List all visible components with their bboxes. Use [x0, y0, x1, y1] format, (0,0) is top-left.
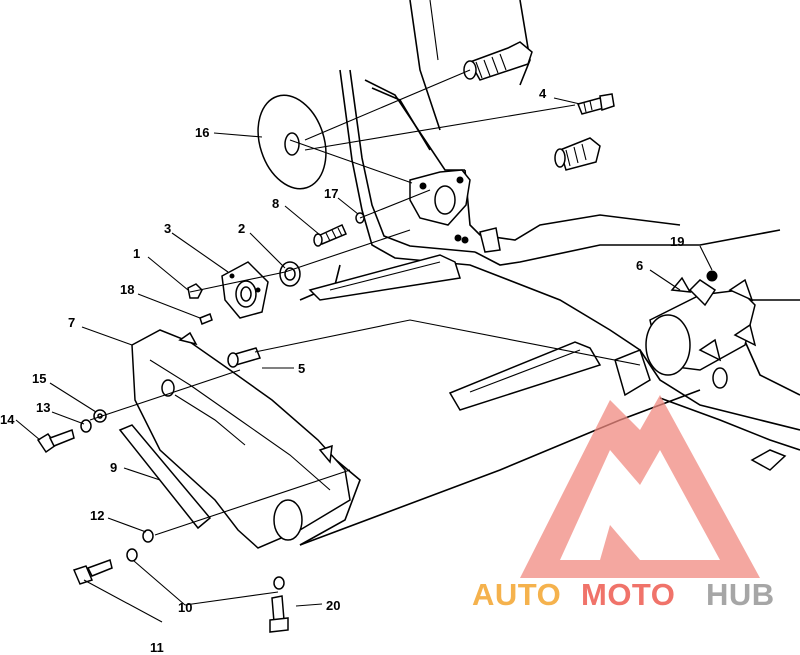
- callout-17: 17: [324, 186, 338, 201]
- lower-shaft: [554, 137, 601, 171]
- assembly-lines: [89, 69, 641, 536]
- callout-5: 5: [298, 361, 305, 376]
- callout-labels: 1 2 3 4 5 6 7 8 9 10 11 12 13 14 15 16 1…: [0, 86, 684, 655]
- callout-3: 3: [164, 221, 171, 236]
- bolt-part-8: [313, 224, 347, 247]
- nut-part-19: [706, 270, 718, 282]
- callout-16: 16: [195, 125, 209, 140]
- bolt-part-14: [36, 429, 75, 454]
- watermark-moto: MOTO: [581, 577, 675, 612]
- cover-part-7: [131, 329, 351, 549]
- callout-18: 18: [120, 282, 134, 297]
- upper-shaft: [463, 41, 533, 81]
- callout-6: 6: [636, 258, 643, 273]
- callout-14: 14: [0, 412, 15, 427]
- callout-10: 10: [178, 600, 192, 615]
- watermark-auto: AUTO: [472, 577, 561, 612]
- disc-part-16: [257, 94, 327, 190]
- rivet-part-12: [142, 529, 154, 543]
- chassis-frame: [269, 0, 800, 546]
- frame-bracket-plate: [409, 169, 501, 253]
- bolt-part-4: [576, 93, 615, 115]
- callout-15: 15: [32, 371, 46, 386]
- watermark-hub: HUB: [706, 577, 775, 612]
- bolt-part-11: [72, 559, 113, 585]
- callout-8: 8: [272, 196, 279, 211]
- washer-part-10b: [273, 576, 285, 590]
- callout-1: 1: [133, 246, 140, 261]
- bolt-part-5: [227, 347, 262, 368]
- strip-part-9: [118, 424, 212, 530]
- runner-lower: [448, 341, 602, 411]
- callout-7: 7: [68, 315, 75, 330]
- bolt-part-20: [269, 595, 289, 633]
- callout-2: 2: [238, 221, 245, 236]
- watermark-logo: [520, 395, 760, 578]
- housing-part-6: [614, 276, 757, 397]
- screw-part-18: [199, 313, 213, 325]
- callout-19: 19: [670, 234, 684, 249]
- callout-20: 20: [326, 598, 340, 613]
- washer-part-13: [80, 419, 92, 433]
- callout-13: 13: [36, 400, 50, 415]
- callout-12: 12: [90, 508, 104, 523]
- flange-bearing-part-3: [221, 261, 269, 319]
- callout-9: 9: [110, 460, 117, 475]
- runner-upper: [308, 254, 461, 301]
- watermark-triangle-icon: [520, 395, 760, 578]
- washer-part-10a: [126, 548, 138, 562]
- callout-11: 11: [150, 640, 164, 655]
- leader-lines: [15, 97, 713, 623]
- callout-4: 4: [539, 86, 547, 101]
